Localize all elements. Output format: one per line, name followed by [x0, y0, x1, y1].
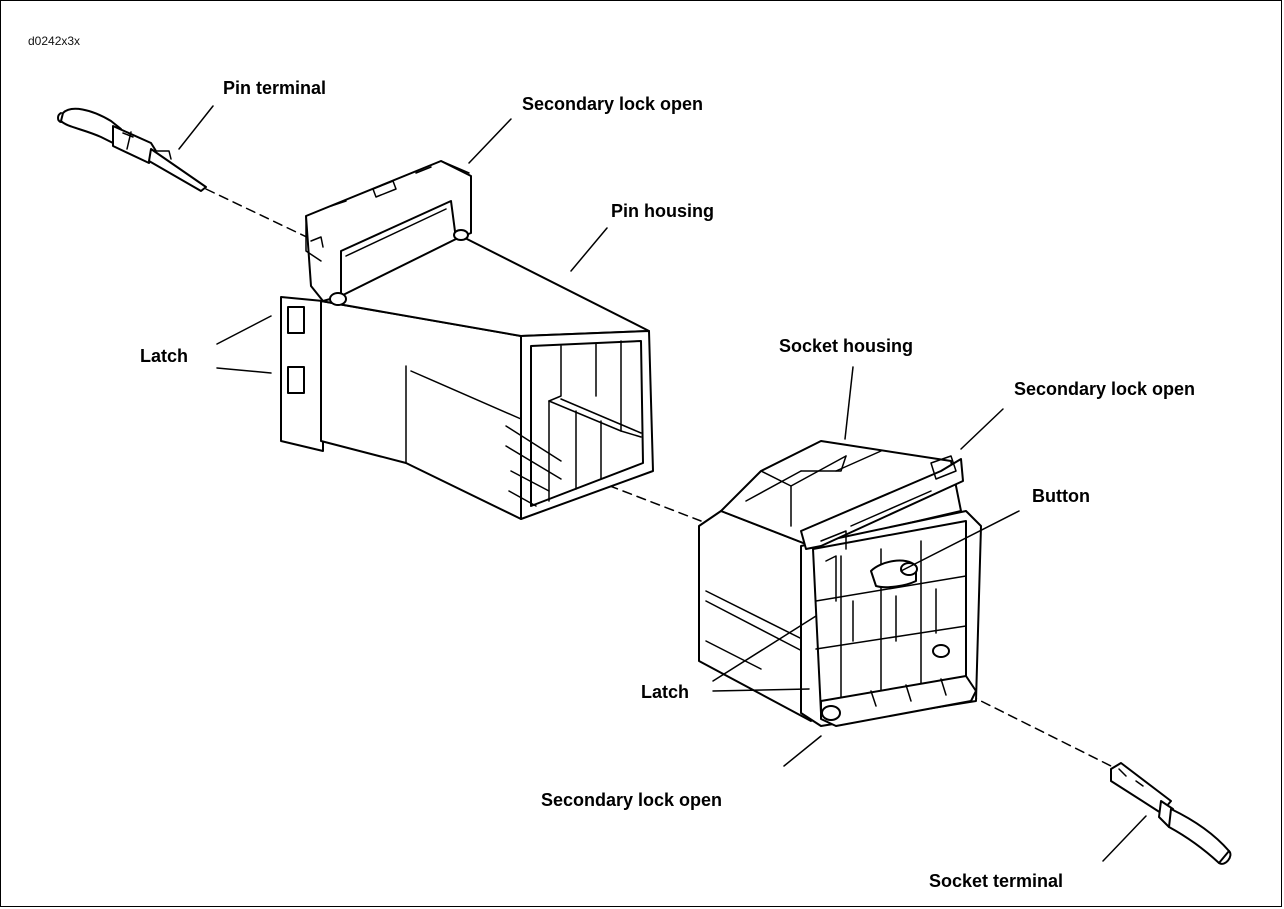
- leader-socket-terminal: [1102, 815, 1147, 862]
- label-button: Button: [1032, 486, 1090, 506]
- leader-latch-left-lower: [216, 367, 272, 374]
- leader-latch-left-upper: [216, 315, 272, 345]
- label-socket-terminal: Socket terminal: [929, 871, 1064, 891]
- socket-secondary-lock-part: [800, 455, 964, 550]
- leader-lines: [178, 105, 1147, 862]
- leader-pin-housing: [570, 227, 608, 272]
- socket-bottom-lock-part: [820, 644, 977, 727]
- label-pin-housing: Pin housing: [611, 201, 714, 221]
- leader-latch-right-upper: [712, 615, 817, 682]
- figure-id: d0242x3x: [28, 34, 81, 48]
- socket-housing-part: [698, 440, 982, 727]
- leader-secondary-lock-bottom: [783, 735, 822, 767]
- pin-housing-part: [280, 235, 654, 520]
- pin-terminal-part: [57, 107, 207, 192]
- label-socket-housing: Socket housing: [779, 336, 914, 356]
- leader-socket-housing: [844, 366, 854, 440]
- leader-secondary-lock-top: [468, 118, 512, 164]
- leader-pin-terminal: [178, 105, 214, 150]
- socket-terminal-part: [1110, 762, 1232, 865]
- leader-secondary-lock-right: [960, 408, 1004, 450]
- label-secondary-lock-open-bottom: Secondary lock open: [541, 790, 723, 810]
- label-latch-left: Latch: [140, 346, 189, 366]
- leader-button: [900, 510, 1020, 572]
- leader-latch-right-lower: [712, 688, 810, 692]
- pin-secondary-lock-part: [305, 160, 472, 306]
- label-secondary-lock-open-top: Secondary lock open: [522, 94, 704, 114]
- label-secondary-lock-open-right: Secondary lock open: [1014, 379, 1196, 399]
- label-latch-right: Latch: [641, 682, 690, 702]
- label-pin-terminal: Pin terminal: [223, 78, 327, 98]
